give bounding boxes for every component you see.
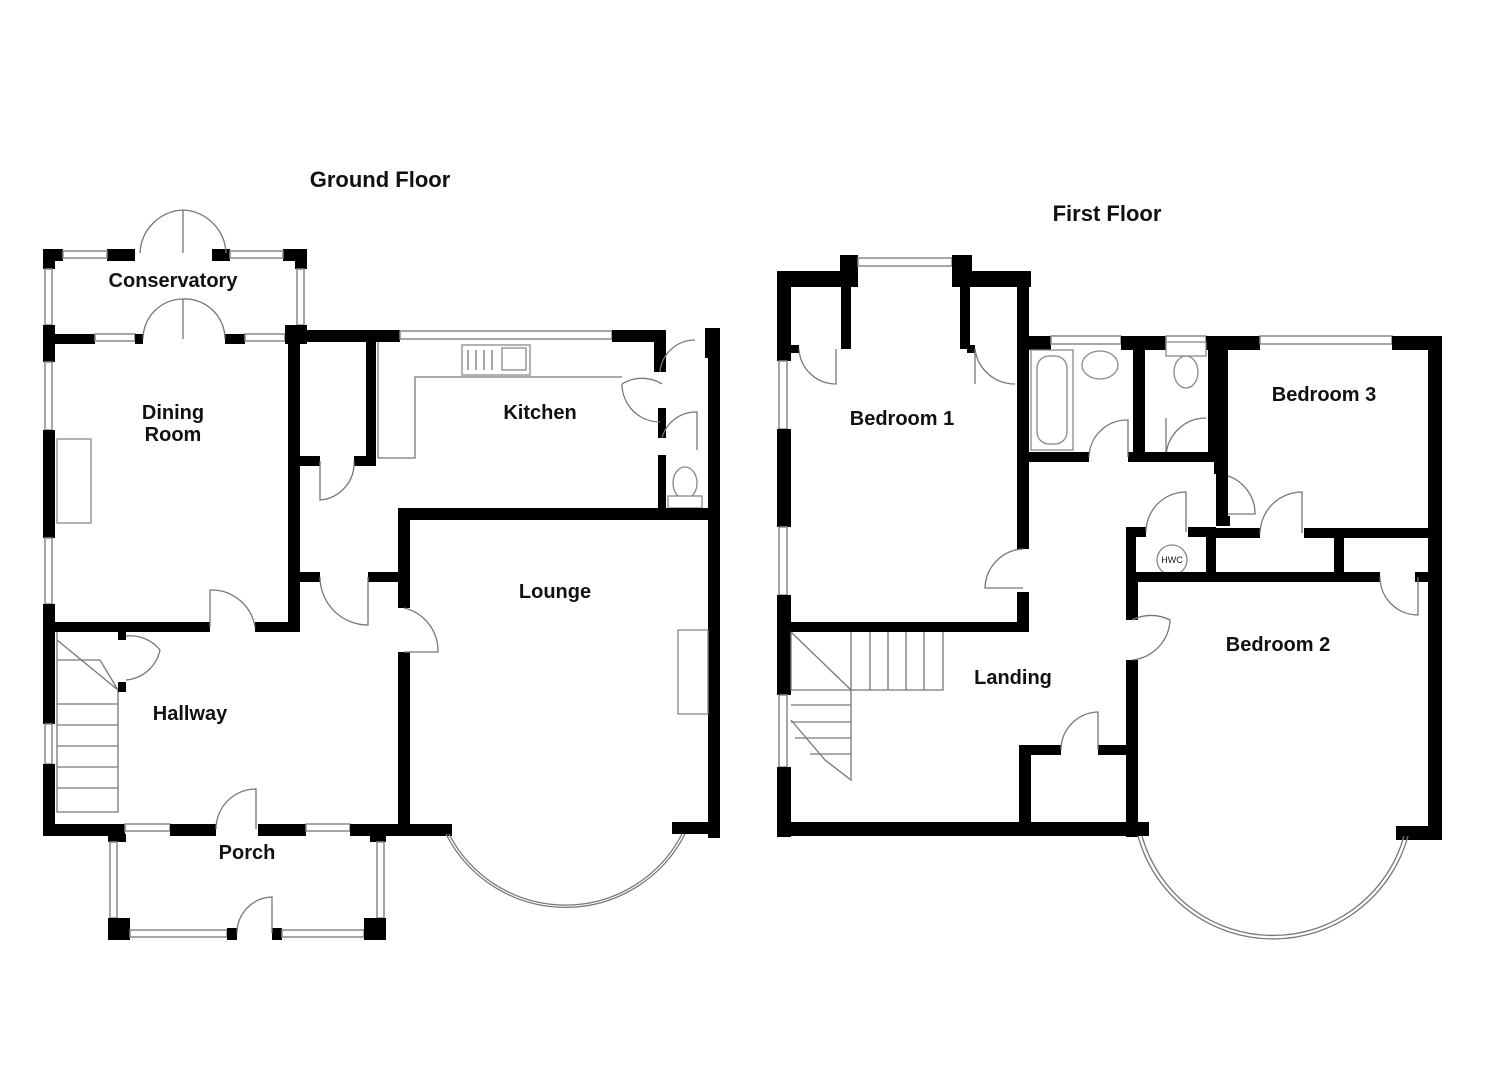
room-label-bedroom3: Bedroom 3 <box>1272 384 1376 406</box>
first-floor-plan: First Floor <box>777 201 1442 940</box>
first-floor-stairs <box>790 631 944 782</box>
room-label-bedroom2: Bedroom 2 <box>1226 634 1330 656</box>
ground-floor-title: Ground Floor <box>310 167 451 192</box>
room-label-hallway: Hallway <box>153 703 228 725</box>
room-label-landing: Landing <box>974 667 1052 689</box>
ground-floor-plan: Ground Floor <box>43 167 720 940</box>
bedroom1-walls <box>777 255 1031 837</box>
landing-walls <box>777 711 1442 940</box>
room-label-dining-line2: Room <box>145 424 202 446</box>
room-label-bedroom1: Bedroom 1 <box>850 408 954 430</box>
room-label-porch: Porch <box>219 842 276 864</box>
hwc-label: HWC <box>1161 555 1183 565</box>
bedroom3-walls <box>1216 336 1442 838</box>
landing-cupboard-walls: HWC <box>1126 491 1442 750</box>
room-label-conservatory: Conservatory <box>109 270 239 292</box>
conservatory-walls <box>43 209 307 326</box>
first-floor-title: First Floor <box>1053 201 1162 226</box>
porch-walls <box>108 834 386 940</box>
room-label-kitchen: Kitchen <box>503 402 576 424</box>
hallway-walls <box>43 508 720 908</box>
kitchen-walls <box>288 328 720 838</box>
bathroom-walls <box>1023 335 1440 515</box>
dining-room-walls <box>43 298 307 836</box>
room-label-lounge: Lounge <box>519 581 591 603</box>
room-label-dining-line1: Dining <box>142 402 204 424</box>
